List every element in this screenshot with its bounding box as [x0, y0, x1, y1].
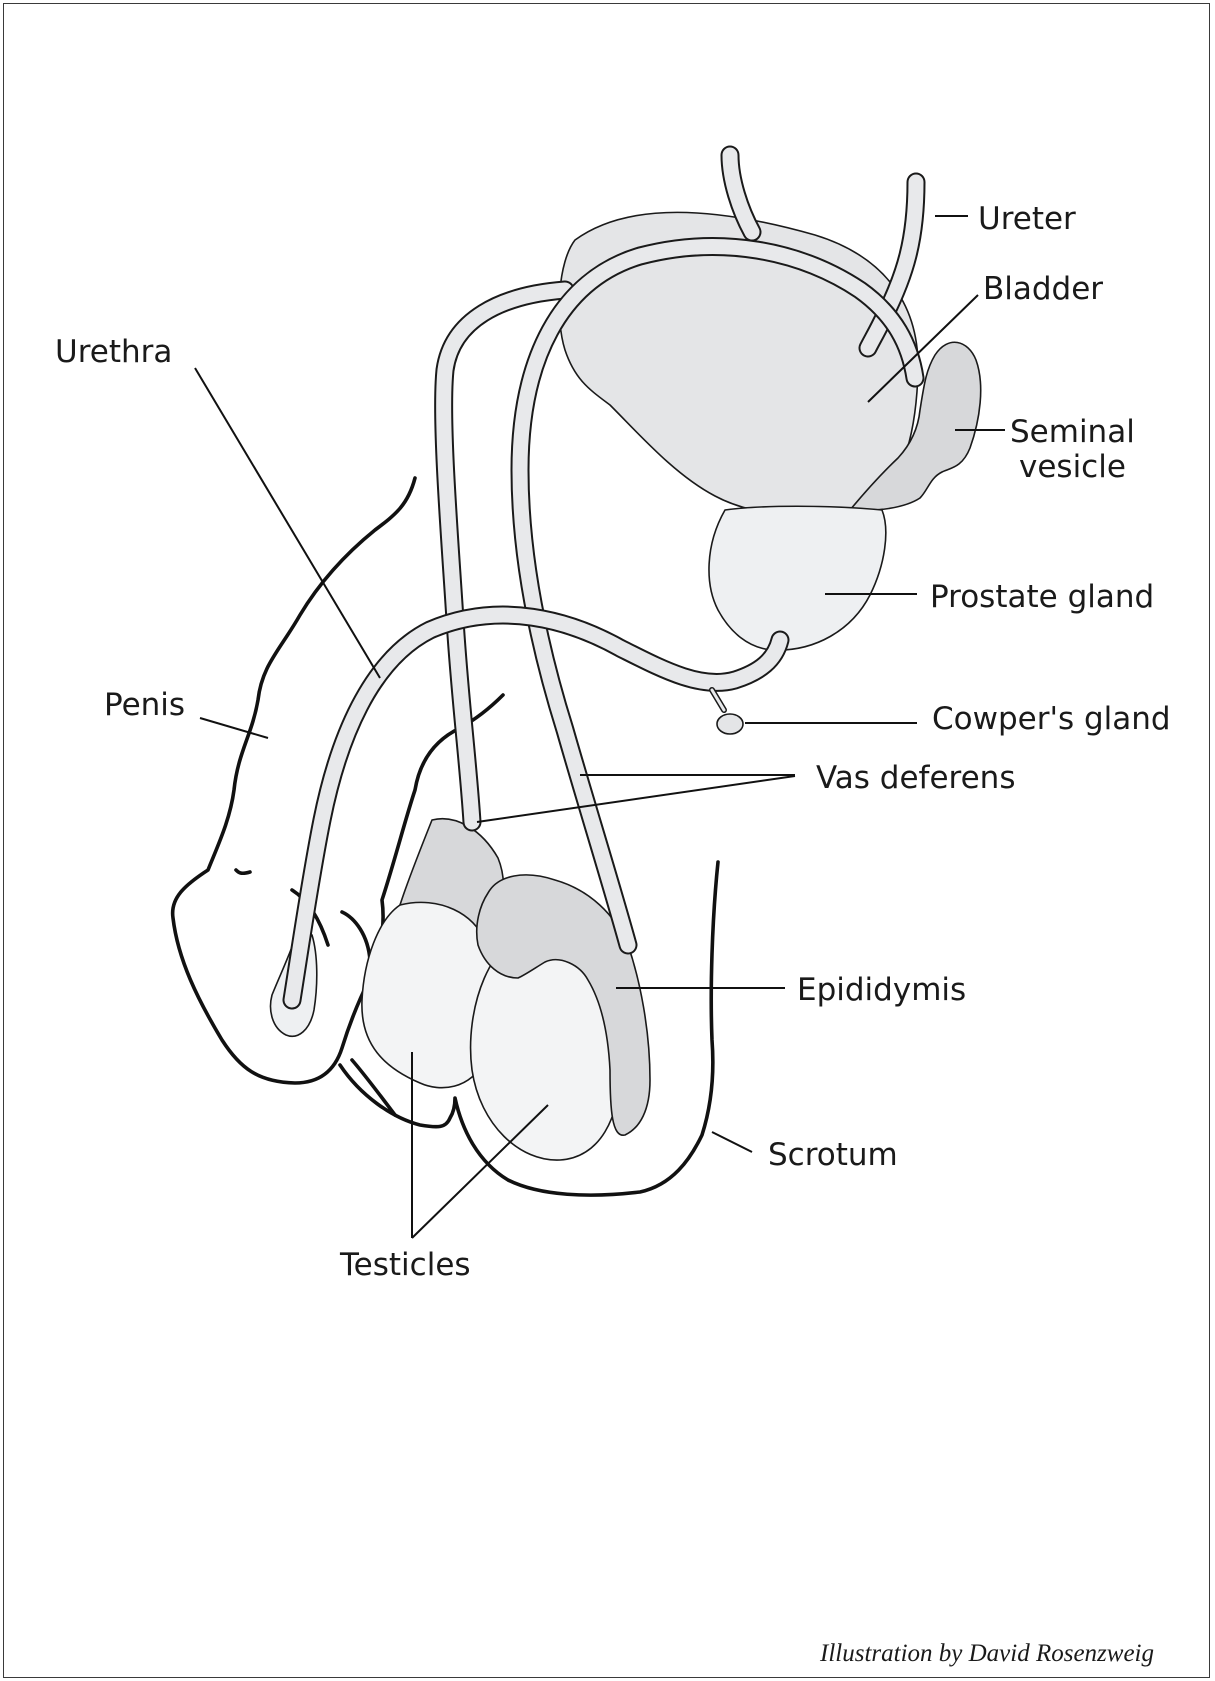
- leader-vas-deferens-2: [477, 776, 795, 822]
- label-seminal-vesicle-line2: vesicle: [1019, 449, 1126, 485]
- vas-deferens-left-fill: [444, 290, 565, 822]
- leader-urethra: [195, 368, 380, 678]
- prostate-gland: [709, 506, 886, 650]
- label-bladder: Bladder: [983, 271, 1103, 307]
- cowpers-gland: [712, 690, 743, 734]
- label-prostate-gland: Prostate gland: [930, 579, 1154, 615]
- label-testicles: Testicles: [339, 1247, 471, 1283]
- illustration-credit: Illustration by David Rosenzweig: [819, 1640, 1154, 1667]
- label-penis: Penis: [104, 687, 185, 723]
- leader-scrotum: [712, 1132, 752, 1152]
- label-vas-deferens: Vas deferens: [816, 760, 1015, 796]
- foreskin-fold-2: [342, 912, 370, 960]
- prostate-gland-body: [709, 506, 886, 650]
- cowpers-gland-body: [717, 714, 743, 734]
- glans-outline: [236, 870, 250, 873]
- label-epididymis: Epididymis: [797, 972, 966, 1008]
- label-ureter: Ureter: [978, 201, 1076, 237]
- label-cowpers-gland: Cowper's gland: [932, 701, 1171, 737]
- label-scrotum: Scrotum: [768, 1137, 898, 1173]
- label-urethra: Urethra: [55, 334, 172, 370]
- leader-penis: [200, 718, 268, 738]
- label-seminal-vesicle-line1: Seminal: [1010, 414, 1135, 450]
